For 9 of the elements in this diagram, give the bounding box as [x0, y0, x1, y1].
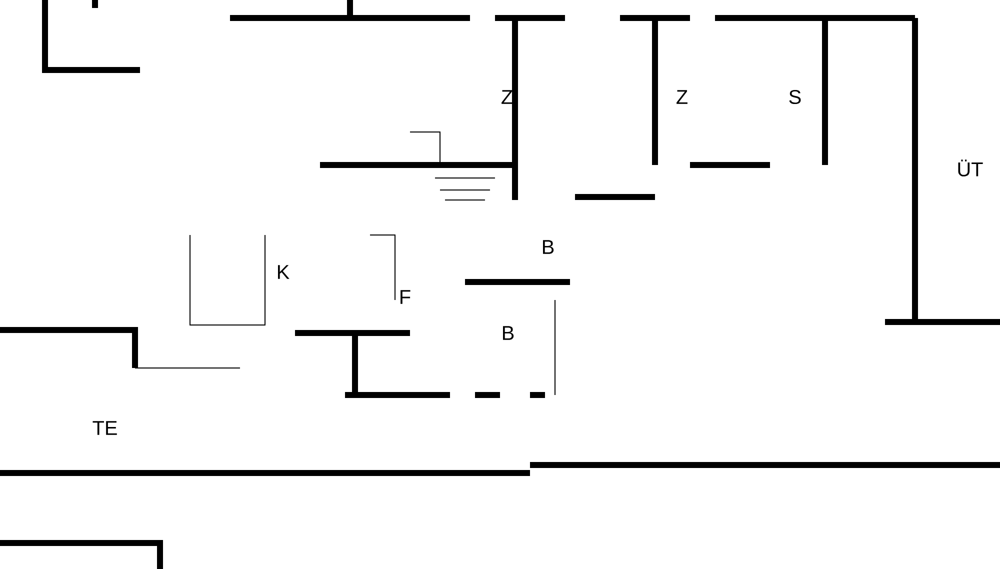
- room-label: ÜT: [958, 160, 983, 176]
- room-label: B: [503, 326, 514, 340]
- room-label: F: [400, 290, 410, 304]
- room-label: K: [278, 265, 290, 279]
- room-label: TE: [92, 421, 117, 435]
- room-label: Z: [676, 90, 688, 104]
- room-label: Z: [502, 90, 512, 104]
- room-label: S: [789, 90, 801, 104]
- room-label: B: [543, 240, 554, 254]
